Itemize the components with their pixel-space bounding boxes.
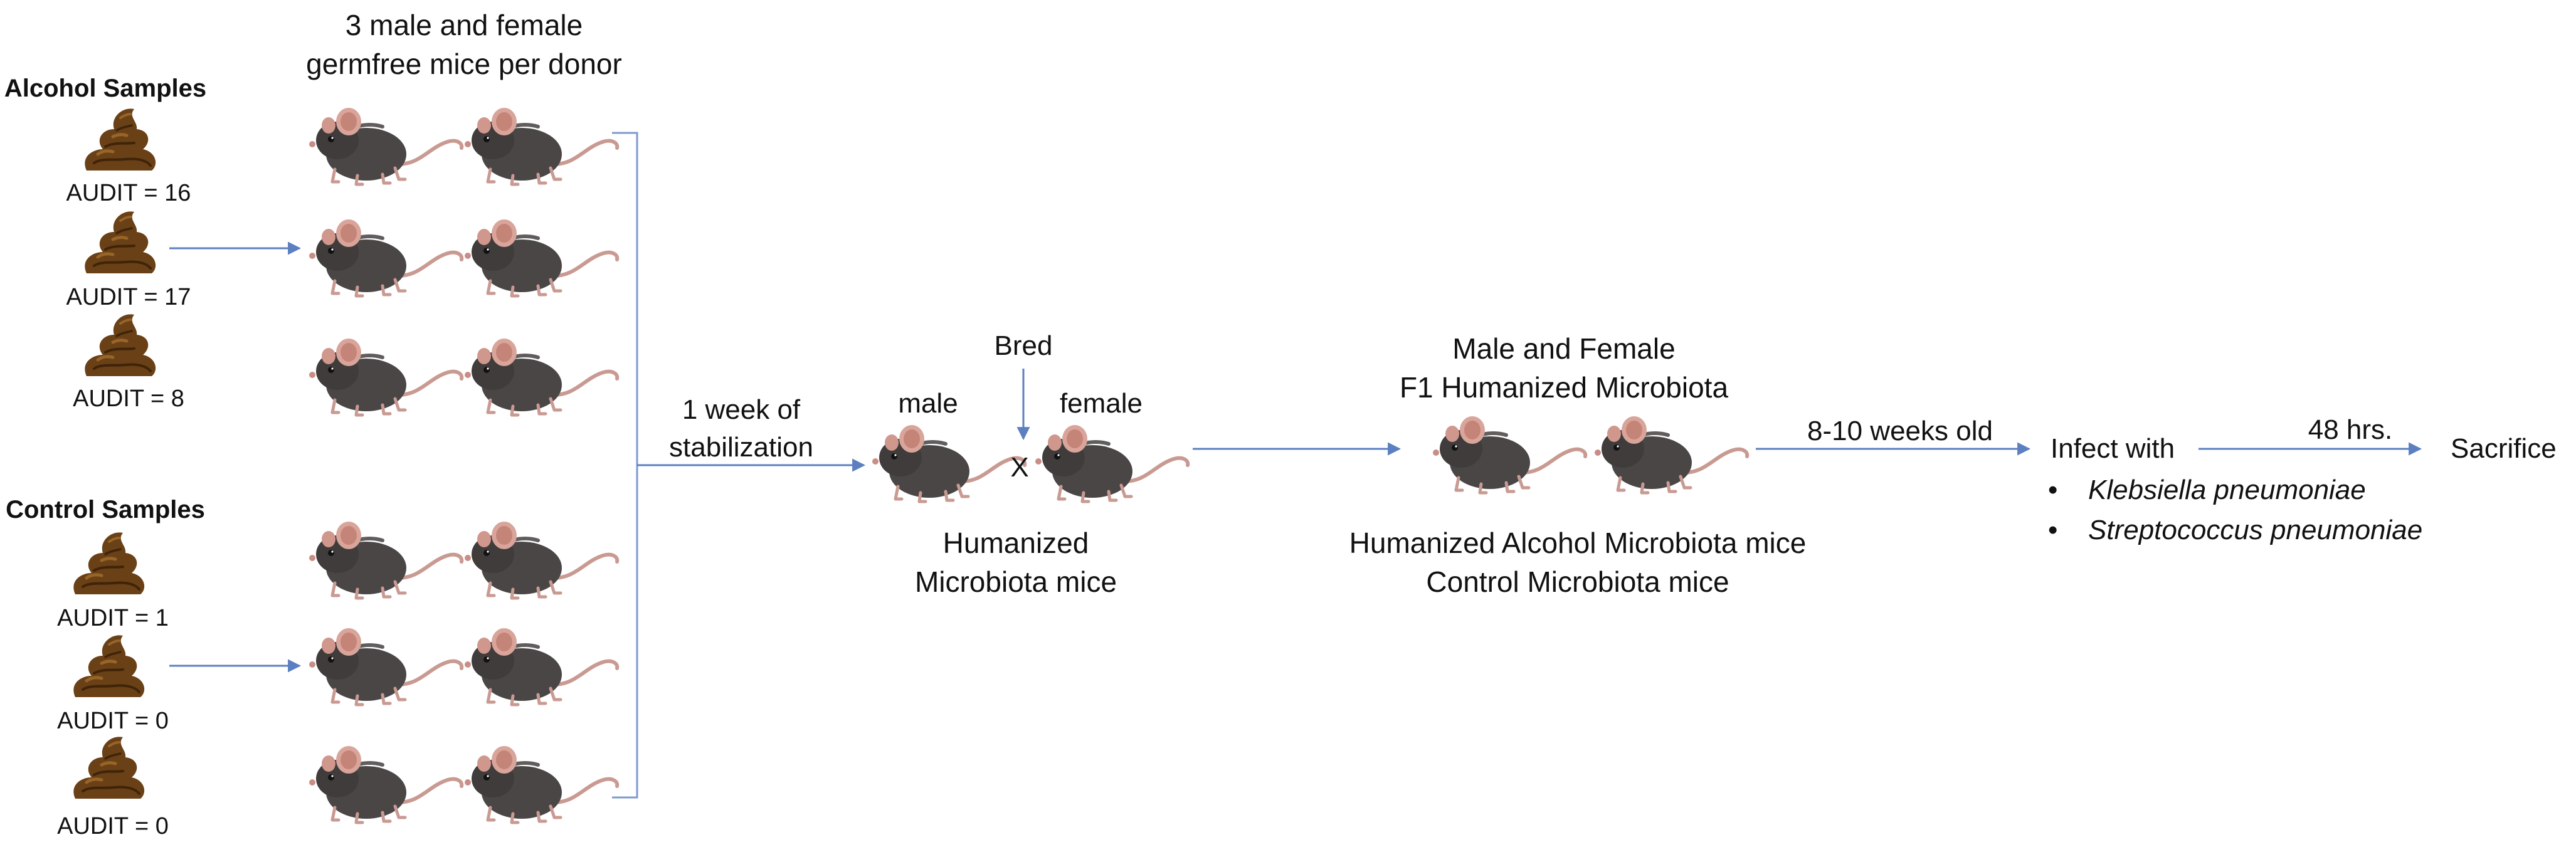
mouse-icon: [309, 746, 462, 823]
f1-bottom-line2: Control Microbiota mice: [1426, 565, 1729, 598]
bred-label: Bred: [995, 330, 1053, 361]
mouse-icon: [465, 628, 617, 705]
humanized-line2: Microbiota mice: [915, 565, 1117, 598]
age-label: 8-10 weeks old: [1807, 416, 1993, 446]
f1-line1: Male and Female: [1452, 332, 1675, 365]
bullet-icon: •: [2048, 475, 2057, 505]
alcohol-sample-label: AUDIT = 17: [66, 284, 191, 310]
f1-bottom-line1: Humanized Alcohol Microbiota mice: [1349, 527, 1807, 559]
mouse-icon: [1035, 425, 1188, 502]
alcohol-heading: Alcohol Samples: [4, 75, 206, 102]
poop-icon: [73, 532, 144, 594]
mouse-icon: [309, 219, 462, 296]
mouse-icon: [465, 522, 617, 598]
humanized-line1: Humanized: [943, 527, 1089, 559]
mouse-icon: [465, 746, 617, 823]
bracket: [612, 132, 638, 799]
header-line2: germfree mice per donor: [306, 48, 622, 80]
sacrifice-label: Sacrifice: [2451, 433, 2557, 464]
f1-line2: F1 Humanized Microbiota: [1400, 371, 1729, 404]
mouse-icon: [309, 628, 462, 705]
duration-label: 48 hrs.: [2308, 414, 2393, 445]
infect-heading: Infect with: [2051, 433, 2175, 464]
mouse-icon: [872, 425, 1025, 502]
mouse-icon: [309, 108, 462, 184]
bullet-icon: •: [2048, 515, 2057, 545]
control-sample-label: AUDIT = 1: [57, 605, 169, 631]
control-sample-label: AUDIT = 0: [57, 708, 169, 734]
stabilization-line1: 1 week of: [682, 394, 801, 425]
poop-icon: [73, 737, 144, 799]
pathogen-item: Klebsiella pneumoniae: [2088, 475, 2366, 505]
mouse-icon: [1433, 416, 1585, 493]
poop-icon: [73, 635, 144, 697]
control-heading: Control Samples: [6, 496, 205, 523]
male-label: male: [898, 388, 958, 419]
cross-symbol: X: [1010, 452, 1028, 483]
poop-icon: [85, 108, 156, 171]
poop-icon: [85, 211, 156, 273]
mouse-icon: [309, 522, 462, 598]
header-line1: 3 male and female: [346, 9, 583, 41]
mouse-icon: [1595, 416, 1747, 493]
poop-icon: [85, 314, 156, 376]
mouse-icon: [465, 219, 617, 296]
mouse-icon: [465, 108, 617, 184]
mouse-icon: [465, 339, 617, 415]
alcohol-sample-label: AUDIT = 8: [73, 386, 184, 412]
alcohol-sample-label: AUDIT = 16: [66, 180, 191, 206]
stabilization-line2: stabilization: [669, 432, 813, 463]
pathogen-item: Streptococcus pneumoniae: [2088, 515, 2422, 545]
female-label: female: [1060, 388, 1143, 419]
control-sample-label: AUDIT = 0: [57, 813, 169, 839]
mouse-icon: [309, 339, 462, 415]
